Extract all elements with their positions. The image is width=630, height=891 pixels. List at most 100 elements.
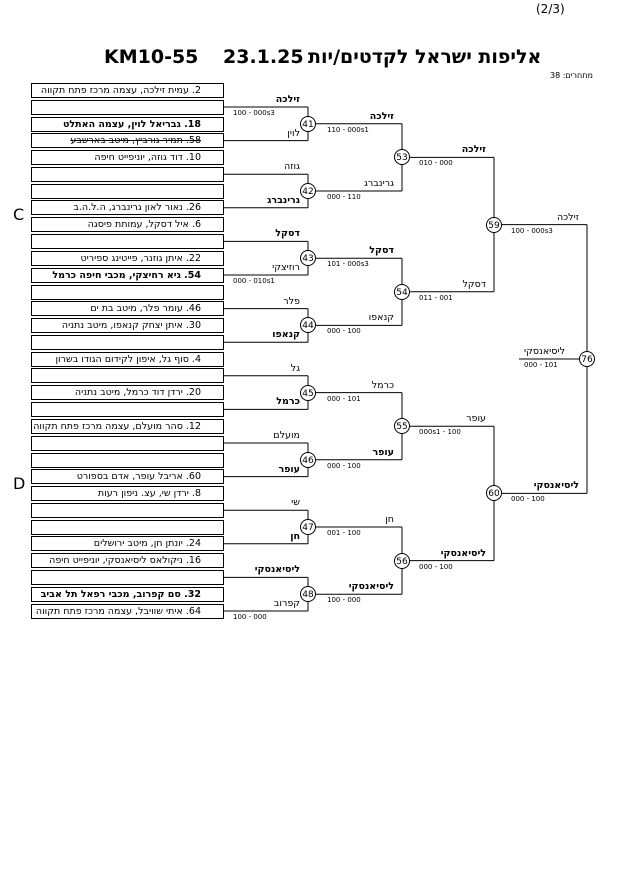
match-number: 76 [579,351,595,367]
round1-score: 100 - 000 [233,613,267,621]
player-box [31,83,224,98]
round1-name: לוין [287,127,300,139]
player-box [31,334,224,350]
match-number: 53 [394,149,410,166]
player-box [31,183,224,199]
round2-name: דסקל [369,245,394,257]
player-box [31,99,224,115]
round1-name: כרמל [276,396,300,408]
player-name: 4. סוף גל, איפון לקידום הגודו בשרון [55,353,201,365]
player-box [31,469,224,485]
round3-name: עופר [466,413,486,425]
round2-name: חן [385,514,394,525]
player-box [31,351,224,367]
round3-name: ליסיאנסקי [440,547,486,559]
entries-count: מתחרים: 38 [550,71,593,80]
round1-score: 100 - 000s3 [233,109,275,117]
round2-name: גרינברג [364,178,394,189]
player-name: 2. עמית זילכה, עצמה מרכז פתח תקווה [40,85,201,96]
round2-name: קנאפו [368,312,394,324]
match-number: 41 [300,115,316,132]
match-number: 46 [300,451,316,468]
player-name: 58. תמיר גורביץ, מיטב בארשבע [70,135,201,147]
round4-score: 100 - 000s3 [511,226,553,235]
player-box [31,133,224,149]
player-box [31,536,224,552]
round4-name: זילכה [556,211,579,223]
player-name: 22. איתן גוזנר, פייטינג ספיריט [80,253,201,264]
round2-name: זילכה [369,110,394,122]
player-box [31,385,224,401]
round1-name: שי [291,497,300,509]
round2-score: 001 - 100 [327,529,361,537]
final-score: 000 - 101 [524,361,558,369]
player-name: 6. איל דסקל, עמותת פיסגה [87,219,201,231]
round1-name: רוזיצקי [272,262,300,273]
player-box [31,419,224,434]
match-number: 60 [486,485,502,502]
player-name: 16. ניקולאס ליסיאנסקי, יוניפייט חיפה [49,555,201,567]
round2-score: 000 - 100 [327,327,361,336]
player-box [31,553,224,569]
player-name: 54. גיא רחיצקי, מכבי חיפה כרמל [52,269,201,281]
match-number: 45 [300,384,316,401]
player-box [31,569,224,585]
player-box [31,587,224,602]
player-box [31,301,224,317]
match-number: 47 [300,519,316,535]
round2-name: ליסיאנסקי [348,581,394,593]
round2-score: 100 - 000 [327,596,361,605]
player-box [31,401,224,417]
player-box [31,486,224,502]
player-name: 24. יונתן חן, מיטב ירושלים [93,538,201,550]
player-box [31,150,224,166]
round3-score: 011 - 001 [419,293,453,302]
round2-score: 110 - 000s1 [327,125,369,134]
player-name: 8. ירדן שי, עצ. ניפון רעות [97,488,201,500]
round2-name: כרמל [371,379,394,391]
player-name: 60. אריבל עופר, אדם בספורט [76,471,201,483]
player-name: 20. ירדן דוד כרמל, מיטב נתניה [74,387,201,399]
round1-name: גל [290,362,300,374]
player-box [31,452,224,468]
round1-name: דסקל [275,228,300,240]
player-name: 64. איתי שוויבל, עצמה מרכז פתח תקווה [35,605,201,617]
section-label-c: C [13,205,25,224]
round2-score: 000 - 110 [327,193,361,201]
round1-name: זילכה [275,94,300,105]
player-box [31,217,224,233]
event-title: אליפות ישראל לקדטים/יות [308,46,542,68]
player-box [31,116,224,132]
final-name: ליסיאנסקי [524,346,565,357]
player-name: 46. עומר פלר, מיטב בת ים [90,303,201,315]
round2-name: עופר [372,446,394,458]
player-box [31,251,224,266]
match-number: 48 [300,586,316,603]
round1-name: קפרוב [273,598,300,609]
match-number: 56 [394,552,410,569]
player-box [31,502,224,518]
round3-score: 010 - 000 [419,159,453,168]
round1-name: מועלם [273,430,300,441]
round3-name: דסקל [462,278,487,290]
round2-score: 000 - 101 [327,394,361,403]
category-code: KM10-55 [104,46,199,68]
round3-name: זילכה [461,144,486,156]
player-box [31,166,224,182]
match-number: 54 [394,283,410,300]
player-box [31,435,224,451]
round1-name: גוזה [284,161,300,173]
player-name: 30. איתן יצחק קנאפו, מיטב נתניה [61,320,201,332]
player-box [31,368,224,384]
round4-name: ליסיאנסקי [533,480,579,492]
player-box [31,233,224,249]
page-number: (2/3) [536,2,565,16]
round1-score: 000 - 010s1 [233,277,275,285]
player-box [31,267,224,283]
match-number: 59 [486,216,502,233]
round1-name: פלר [283,295,300,307]
event-date: 23.1.25 [223,46,304,68]
player-box [31,603,224,619]
player-name: 32. סם קפרוב, מכבי רפאל תל אביב [40,589,201,600]
round2-score: 000 - 100 [327,461,361,470]
